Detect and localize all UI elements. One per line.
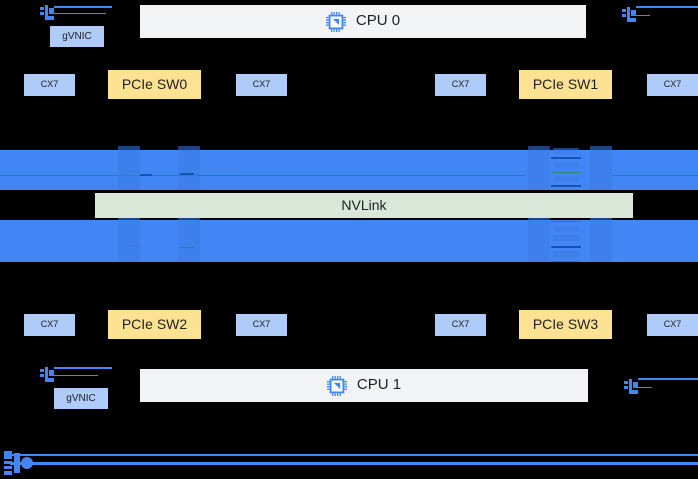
cx7-label: CX7 [663, 319, 682, 330]
cx7-box-4[interactable]: CX7 [24, 314, 75, 336]
nvlink-label: NVLink [341, 196, 387, 213]
cx7-label: CX7 [252, 319, 271, 330]
cx7-box-2[interactable]: CX7 [435, 74, 486, 96]
cpu-box-cpu0[interactable]: CPU 0 [140, 5, 586, 38]
pcie-switch-box-sw2[interactable]: PCIe SW2 [108, 310, 201, 339]
network-port-icon-bottom-left [40, 366, 112, 384]
cpu-chip-icon [326, 375, 347, 396]
nvlink-box[interactable]: NVLink [95, 193, 633, 218]
cpu-label: CPU 1 [356, 376, 402, 394]
cx7-label: CX7 [40, 319, 59, 330]
cx7-label: CX7 [252, 79, 271, 90]
cx7-box-0[interactable]: CX7 [24, 74, 75, 96]
network-port-icon-footer [4, 451, 12, 454]
gpu-band-upper [0, 146, 698, 190]
pcie-switch-box-sw0[interactable]: PCIe SW0 [108, 70, 201, 99]
network-port-icon-top-right [622, 6, 698, 24]
cx7-label: CX7 [40, 79, 59, 90]
cx7-label: CX7 [451, 79, 470, 90]
network-port-icon-bottom-right [624, 378, 698, 396]
network-rail-footer [0, 450, 698, 479]
cx7-box-5[interactable]: CX7 [236, 314, 287, 336]
pcie-switch-label: PCIe SW3 [532, 315, 599, 332]
pcie-switch-label: PCIe SW0 [121, 75, 188, 92]
cx7-box-7[interactable]: CX7 [647, 314, 698, 336]
cx7-box-3[interactable]: CX7 [647, 74, 698, 96]
nic-box-gvnic-bottom[interactable]: gVNIC [54, 388, 108, 409]
cx7-box-6[interactable]: CX7 [435, 314, 486, 336]
cx7-box-1[interactable]: CX7 [236, 74, 287, 96]
pcie-switch-box-sw3[interactable]: PCIe SW3 [519, 310, 612, 339]
nic-label: gVNIC [66, 393, 96, 404]
pcie-switch-label: PCIe SW2 [121, 315, 188, 332]
pcie-switch-label: PCIe SW1 [532, 75, 599, 92]
cpu-label: CPU 0 [355, 12, 401, 30]
gpu-band-lower [0, 218, 698, 262]
nic-box-gvnic-top[interactable]: gVNIC [50, 26, 104, 47]
cx7-label: CX7 [451, 319, 470, 330]
nic-label: gVNIC [62, 31, 92, 42]
pcie-switch-box-sw1[interactable]: PCIe SW1 [519, 70, 612, 99]
cx7-label: CX7 [663, 79, 682, 90]
network-port-icon-top-left [40, 4, 112, 22]
cpu-box-cpu1[interactable]: CPU 1 [140, 369, 588, 402]
cpu-chip-icon [325, 11, 346, 32]
